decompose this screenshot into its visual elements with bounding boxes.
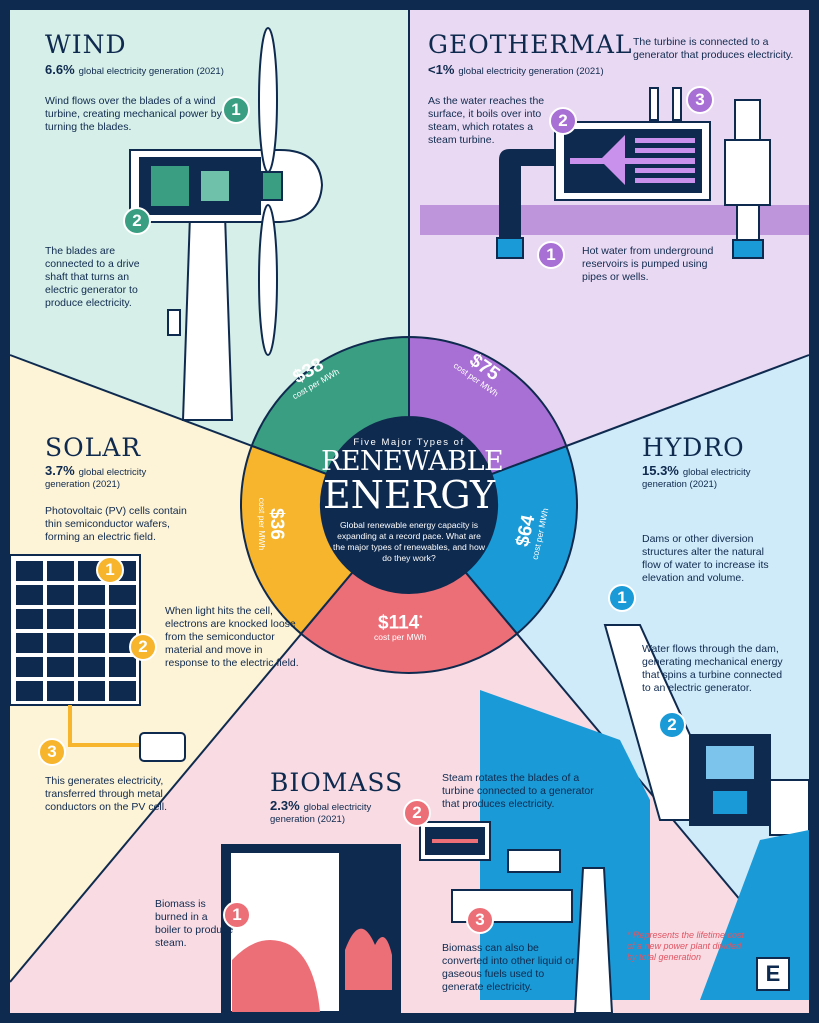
geothermal-plant-illustration xyxy=(496,87,771,259)
hydro-step-1-badge: 1 xyxy=(608,584,636,612)
solar-cell xyxy=(16,561,43,581)
hydro-share: 15.3%global electricity generation (2021… xyxy=(642,463,772,491)
hydro-step-2-text: Water flows through the dam, generating … xyxy=(642,643,783,694)
footnote: * Represents the lifetime cost of a new … xyxy=(627,930,745,962)
solar-share-value: 3.7% xyxy=(45,463,75,478)
solar-cell xyxy=(78,585,105,605)
wind-share: 6.6%global electricity generation (2021) xyxy=(45,62,224,78)
biomass-step-3-text: Biomass can also be converted into other… xyxy=(442,942,575,993)
hydro-title: HYDRO xyxy=(642,433,745,462)
wind-step-2-text: The blades are connected to a drive shaf… xyxy=(45,245,140,309)
hydro-share-value: 15.3% xyxy=(642,463,679,478)
geothermal-step-3-badge: 3 xyxy=(686,86,714,114)
solar-cell xyxy=(109,681,136,701)
wind-step-1-text: Wind flows over the blades of a wind tur… xyxy=(45,95,222,133)
geothermal-step-1-badge: 1 xyxy=(537,241,565,269)
solar-cell xyxy=(16,585,43,605)
solar-cell xyxy=(47,633,74,653)
brand-logo: E xyxy=(756,957,790,991)
center-title-line-1: RENEWABLE xyxy=(321,446,504,477)
solar-cost-label: cost per MWh xyxy=(257,497,268,551)
wind-share-label: global electricity generation (2021) xyxy=(78,66,224,77)
geothermal-share-label: global electricity generation (2021) xyxy=(458,66,604,77)
solar-cell xyxy=(47,609,74,629)
solar-share-label: global electricity generation (2021) xyxy=(45,467,147,490)
biomass-step-2-text: Steam rotates the blades of a turbine co… xyxy=(442,772,594,810)
biomass-plant-illustration xyxy=(221,821,614,1014)
center-title-line-2: ENERGY xyxy=(322,473,496,517)
cost-ring xyxy=(240,335,578,674)
wind-turbine-illustration xyxy=(129,27,324,421)
geothermal-step-1-text: Hot water from underground reservoirs is… xyxy=(582,245,714,283)
geothermal-share-value: <1% xyxy=(428,62,455,77)
solar-cell xyxy=(16,681,43,701)
solar-cell xyxy=(16,657,43,677)
biomass-cost-value: $114 xyxy=(378,612,420,634)
solar-panel-illustration xyxy=(9,554,186,762)
solar-step-2-badge: 2 xyxy=(129,633,157,661)
solar-step-3-text: This generates electricity, transferred … xyxy=(45,775,167,813)
geothermal-step-2-text: As the water reaches the surface, it boi… xyxy=(428,95,545,146)
wind-step-1-badge: 1 xyxy=(222,96,250,124)
solar-step-3-badge: 3 xyxy=(38,738,66,766)
solar-cell xyxy=(16,609,43,629)
solar-cell xyxy=(47,585,74,605)
solar-step-2-text: When light hits the cell, electrons are … xyxy=(165,605,299,669)
solar-cost-value: $36 xyxy=(266,508,288,540)
center-description: Global renewable energy capacity is expa… xyxy=(333,520,485,563)
geothermal-share: <1%global electricity generation (2021) xyxy=(428,62,604,78)
biomass-cost-asterisk: * xyxy=(419,614,423,623)
solar-step-1-text: Photovoltaic (PV) cells contain thin sem… xyxy=(45,505,187,543)
center-kicker: Five Major Types of xyxy=(353,437,465,448)
biomass-share-label: global electricity generation (2021) xyxy=(270,802,372,825)
biomass-cost: $114* cost per MWh xyxy=(374,610,426,642)
hydro-share-label: global electricity generation (2021) xyxy=(642,467,751,490)
geothermal-title: GEOTHERMAL xyxy=(428,30,633,59)
solar-cell xyxy=(109,585,136,605)
solar-cell xyxy=(47,681,74,701)
solar-cell xyxy=(78,681,105,701)
hydro-step-2-badge: 2 xyxy=(658,711,686,739)
wind-title: WIND xyxy=(45,30,127,59)
solar-share: 3.7%global electricity generation (2021) xyxy=(45,463,185,491)
solar-cell xyxy=(109,657,136,677)
solar-step-1-badge: 1 xyxy=(96,556,124,584)
solar-cell xyxy=(78,657,105,677)
biomass-share: 2.3%global electricity generation (2021) xyxy=(270,798,390,826)
solar-cell xyxy=(109,609,136,629)
biomass-step-2-badge: 2 xyxy=(403,799,431,827)
wind-share-value: 6.6% xyxy=(45,62,75,77)
solar-title: SOLAR xyxy=(45,433,142,462)
geothermal-step-2-badge: 2 xyxy=(549,107,577,135)
hydro-step-1-text: Dams or other diversion structures alter… xyxy=(642,533,769,584)
biomass-cost-label: cost per MWh xyxy=(374,632,427,643)
solar-cell xyxy=(78,609,105,629)
biomass-title: BIOMASS xyxy=(270,768,404,797)
biomass-step-1-badge: 1 xyxy=(223,901,251,929)
geothermal-step-3-text: The turbine is connected to a generator … xyxy=(633,36,794,61)
center-title-circle: Five Major Types of RENEWABLE ENERGY Glo… xyxy=(321,417,504,593)
wind-step-2-badge: 2 xyxy=(123,207,151,235)
solar-cell xyxy=(16,633,43,653)
solar-cell xyxy=(47,657,74,677)
biomass-share-value: 2.3% xyxy=(270,798,300,813)
solar-cell xyxy=(78,633,105,653)
solar-cell xyxy=(47,561,74,581)
biomass-step-3-badge: 3 xyxy=(466,906,494,934)
biomass-step-1-text: Biomass is burned in a boiler to produce… xyxy=(155,898,234,949)
